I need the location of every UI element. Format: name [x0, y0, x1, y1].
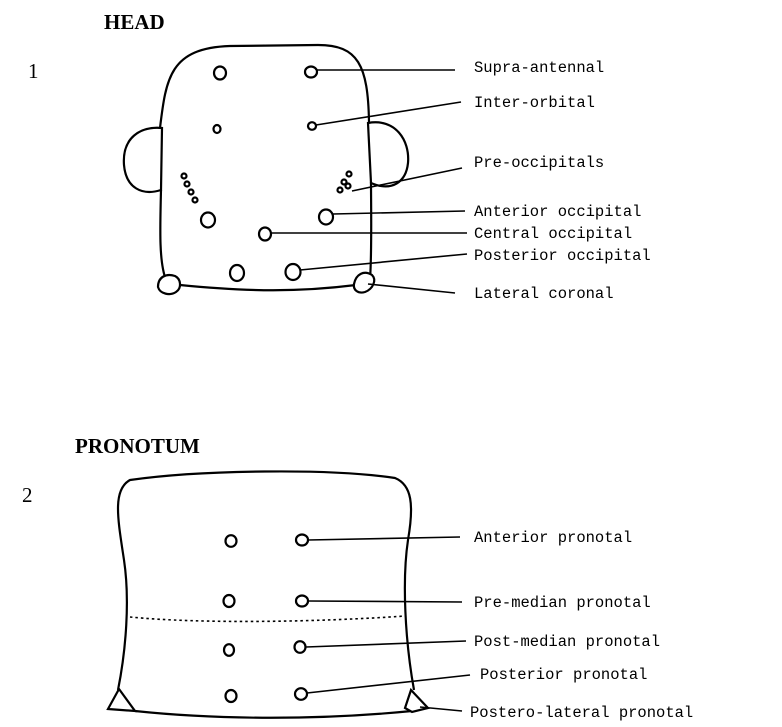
pronotum-outline: [118, 471, 414, 717]
left-compound-eye: [124, 128, 162, 192]
pronotum-pore-left-anterior: [226, 535, 237, 547]
label-posterior-pronotal: Posterior pronotal: [480, 666, 647, 684]
leader-anterior-pronotal: [308, 537, 460, 540]
leader-posterior-pronotal: [307, 675, 470, 693]
head-title: HEAD: [104, 10, 165, 34]
right-postero-lateral-lobe: [405, 690, 428, 712]
head-pore-right-supra-antennal: [305, 67, 317, 78]
label-post-median-pronotal: Post-median pronotal: [474, 633, 660, 651]
head-pore-left-supra-antennal: [214, 67, 226, 80]
head-pore-left-pre-occipital: [193, 198, 198, 203]
leader-anterior-occipital: [333, 211, 465, 214]
pronotum-panel: PRONOTUM 2 Anterior pronotal Pre-median …: [22, 434, 693, 722]
leader-post-median-pronotal: [306, 641, 466, 647]
head-pore-right-pre-occipital: [338, 188, 343, 193]
head-pore-central-occipital: [259, 228, 271, 241]
label-inter-orbital: Inter-orbital: [474, 94, 595, 112]
head-pore-left-pre-occipital: [182, 174, 187, 179]
label-lateral-coronal: Lateral coronal: [474, 285, 614, 303]
head-pore-right-posterior-occipital: [286, 264, 301, 280]
left-postero-lateral-lobe: [108, 689, 135, 711]
pronotum-pore-right-posterior: [295, 688, 307, 700]
leader-inter-orbital: [316, 102, 461, 125]
right-lateral-coronal-bump: [354, 273, 374, 293]
pronotum-pore-left-posterior: [226, 690, 237, 702]
pronotum-pore-right-pre-median: [296, 596, 308, 607]
head-pore-right-inter-orbital: [308, 122, 316, 130]
label-anterior-occipital: Anterior occipital: [474, 203, 641, 221]
label-central-occipital: Central occipital: [474, 225, 632, 243]
leader-posterior-occipital: [300, 254, 467, 270]
pronotum-title: PRONOTUM: [75, 434, 200, 458]
label-supra-antennal: Supra-antennal: [474, 59, 604, 77]
left-lateral-coronal-bump: [158, 275, 180, 294]
leader-pre-median-pronotal: [308, 601, 462, 602]
head-pore-right-anterior-occipital: [319, 210, 333, 225]
head-pore-left-pre-occipital: [185, 182, 190, 187]
pronotum-pore-right-post-median: [295, 641, 306, 653]
right-compound-eye: [368, 122, 408, 186]
pronotum-pore-left-pre-median: [224, 595, 235, 607]
pronotum-median-dotted-line: [130, 616, 405, 621]
head-pore-left-inter-orbital: [214, 125, 221, 133]
head-pore-left-anterior-occipital: [201, 213, 215, 228]
label-postero-lateral-pronotal: Postero-lateral pronotal: [470, 704, 693, 722]
pronotum-pore-right-anterior: [296, 535, 308, 546]
leader-lateral-coronal: [368, 284, 455, 293]
pronotum-pore-left-post-median: [224, 644, 234, 656]
head-panel: HEAD 1 Supra-: [28, 10, 651, 303]
head-pore-right-pre-occipital: [346, 184, 351, 189]
label-posterior-occipital: Posterior occipital: [474, 247, 651, 265]
figure-number-1: 1: [28, 59, 39, 83]
head-pore-left-posterior-occipital: [230, 265, 244, 281]
figure-number-2: 2: [22, 483, 33, 507]
head-pore-left-pre-occipital: [189, 190, 194, 195]
label-pre-occipitals: Pre-occipitals: [474, 154, 604, 172]
head-pore-right-pre-occipital: [347, 172, 352, 177]
label-anterior-pronotal: Anterior pronotal: [474, 529, 632, 547]
label-pre-median-pronotal: Pre-median pronotal: [474, 594, 651, 612]
head-capsule-outline: [160, 45, 371, 290]
